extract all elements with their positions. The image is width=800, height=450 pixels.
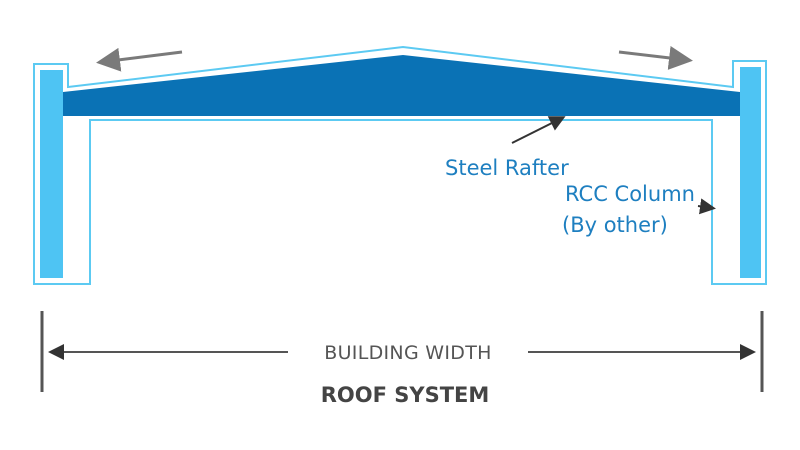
rafter-leader-arrow-icon [511,116,566,144]
roof-system-title: ROOF SYSTEM [321,383,490,407]
rcc-column-note: (By other) [562,213,668,237]
building-width-label: BUILDING WIDTH [324,342,491,364]
steel-rafter [63,55,740,116]
column-leader-arrow-icon [697,198,716,215]
frame-outline [33,45,767,285]
right-rcc-column [740,67,761,278]
right-slope-arrow-icon [618,45,693,70]
rcc-column-label: RCC Column [565,182,695,206]
left-rcc-column [40,70,63,278]
left-slope-arrow-icon [96,47,183,72]
steel-rafter-label: Steel Rafter [445,156,569,180]
